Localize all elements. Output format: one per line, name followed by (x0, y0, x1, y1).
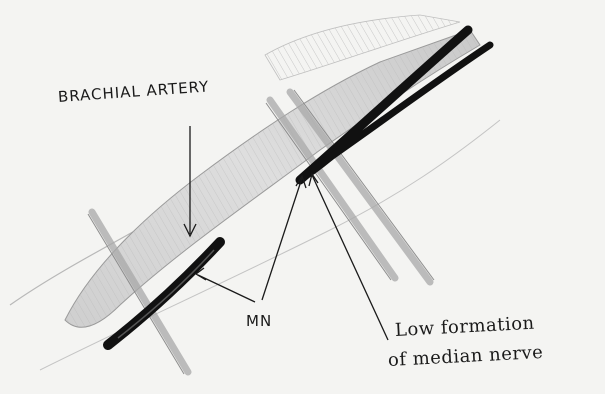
median-nerve-abbrev-label: MN (246, 312, 272, 330)
